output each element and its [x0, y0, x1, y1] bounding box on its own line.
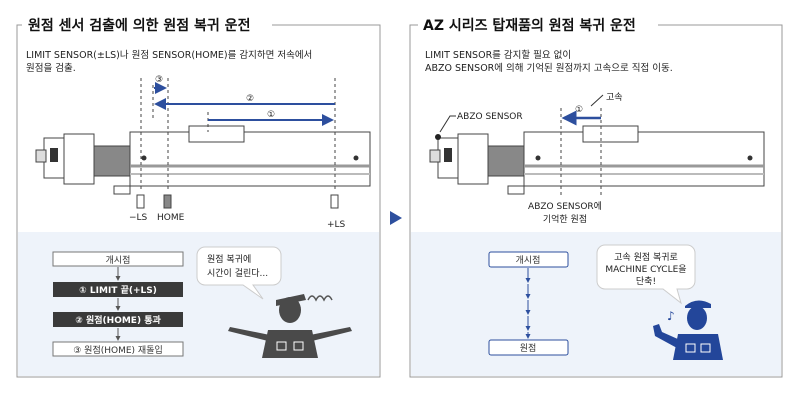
speech-bubble-right: 고속 원점 복귀로 MACHINE CYCLE을 단축! [596, 244, 696, 305]
origin-label-1: ABZO SENSOR에 [528, 201, 602, 212]
actuator-illustration-az [428, 124, 766, 196]
sensor-guide-lines [140, 78, 336, 192]
abzo-sensor-label: ABZO SENSOR [457, 112, 523, 122]
flow-step-2: ② 원점(HOME) 통과 [75, 314, 161, 326]
bubble-text-r1: 고속 원점 복귀로 [614, 251, 678, 263]
origin-label-2: 기억한 원점 [543, 213, 587, 225]
happy-person-icon [653, 300, 723, 360]
plus-ls-label: +LS [327, 220, 346, 230]
left-title: 원점 센서 검출에 의한 원점 복귀 운전 [28, 17, 250, 34]
bubble-text-1: 원점 복귀에 [207, 253, 251, 265]
worried-person-icon [228, 294, 352, 358]
right-desc-line1: LIMIT SENSOR를 감지할 필요 없이 [425, 49, 571, 61]
flow-start: 개시점 [106, 254, 131, 266]
music-note-icon: ♪ [667, 309, 675, 323]
left-desc-line1: LIMIT SENSOR(±LS)나 원점 SENSOR(HOME)를 감지하면… [26, 49, 312, 61]
arrow-2-label: ② [246, 94, 254, 104]
right-flowchart: 개시점 원점 [488, 251, 569, 356]
minus-ls-label: −LS [129, 213, 148, 223]
flow-end-right: 원점 [520, 342, 537, 354]
flow-step-1: ① LIMIT 끝(+LS) [79, 285, 157, 296]
flow-step-3: ③ 원점(HOME) 재돌입 [73, 344, 163, 356]
bubble-text-r2: MACHINE CYCLE을 [605, 264, 686, 275]
right-desc-line2: ABZO SENSOR에 의해 기억된 원점까지 고속으로 직접 이동. [425, 62, 673, 74]
compare-arrow-icon [390, 211, 402, 225]
left-desc-line2: 원점을 검출. [26, 62, 76, 74]
right-title: AZ 시리즈 탑재품의 원점 복귀 운전 [423, 17, 636, 34]
left-flowchart: 개시점 ① LIMIT 끝(+LS) ② 원점(HOME) 통과 ③ 원점(HO… [52, 251, 184, 357]
minus-ls-sensor [136, 194, 145, 209]
left-panel: 원점 센서 검출에 의한 원점 복귀 운전 LIMIT SENSOR(±LS)나… [16, 17, 381, 378]
flow-start-right: 개시점 [516, 254, 541, 266]
arrow-1-label-right: ① [575, 105, 583, 115]
right-panel: AZ 시리즈 탑재품의 원점 복귀 운전 LIMIT SENSOR를 감지할 필… [409, 17, 783, 378]
home-label: HOME [157, 213, 185, 223]
home-sensor [163, 194, 172, 209]
bubble-text-r3: 단축! [636, 276, 656, 287]
origin-guide-lines [560, 108, 602, 198]
plus-ls-sensor [330, 194, 339, 209]
speed-label: 고속 [606, 92, 623, 103]
actuator-illustration [34, 124, 372, 196]
abzo-sensor-dot [435, 134, 441, 140]
bubble-text-2: 시간이 걸린다... [207, 268, 268, 279]
arrow-3-label: ③ [155, 75, 163, 85]
speech-bubble-left: 원점 복귀에 시간이 걸린다... [196, 246, 282, 300]
speed-pointer [590, 94, 604, 107]
arrow-1-label: ① [267, 110, 275, 120]
